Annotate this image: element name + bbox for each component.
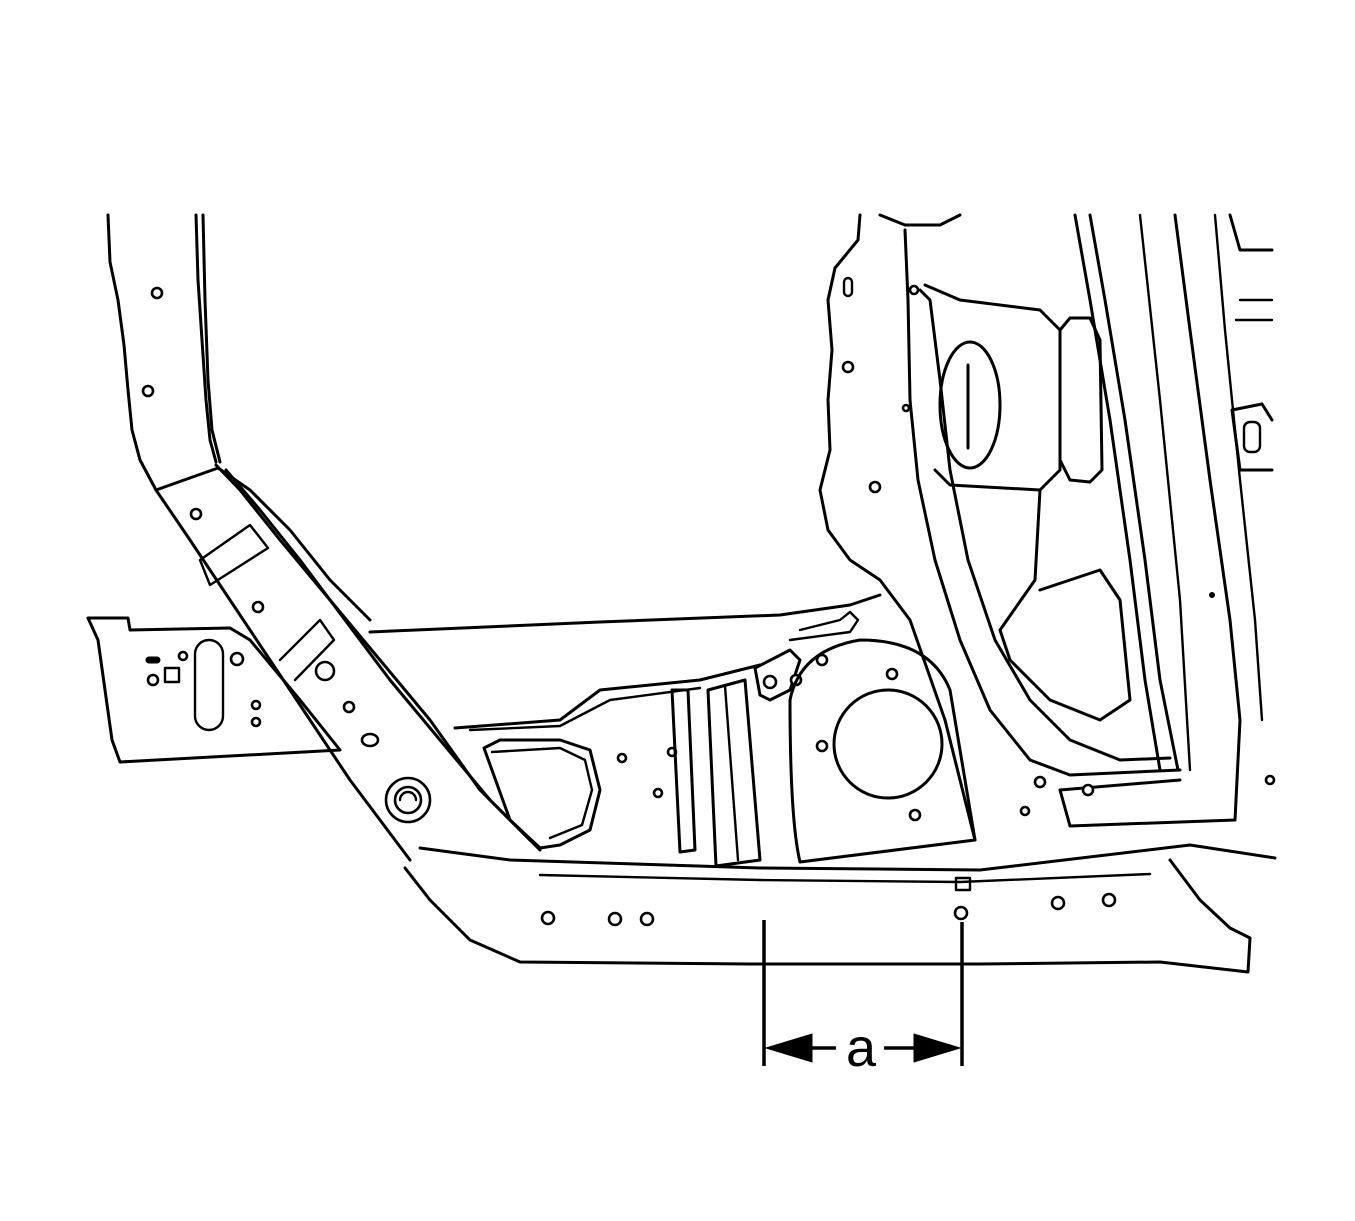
left-bracket-plate [86,616,342,764]
rear-inner-panel [903,213,1276,828]
dimension-arrow-right [913,1033,962,1063]
hinge-pillar [154,463,542,862]
dimension-a: a [762,920,964,1078]
wheel-well-disc [788,638,977,864]
center-pillar [818,213,977,842]
rocker-panel [403,843,1277,974]
front-pillar [106,213,222,492]
floor-panel [368,593,882,868]
dimension-label: a [846,1018,877,1078]
dimension-arrow-left [764,1033,813,1063]
